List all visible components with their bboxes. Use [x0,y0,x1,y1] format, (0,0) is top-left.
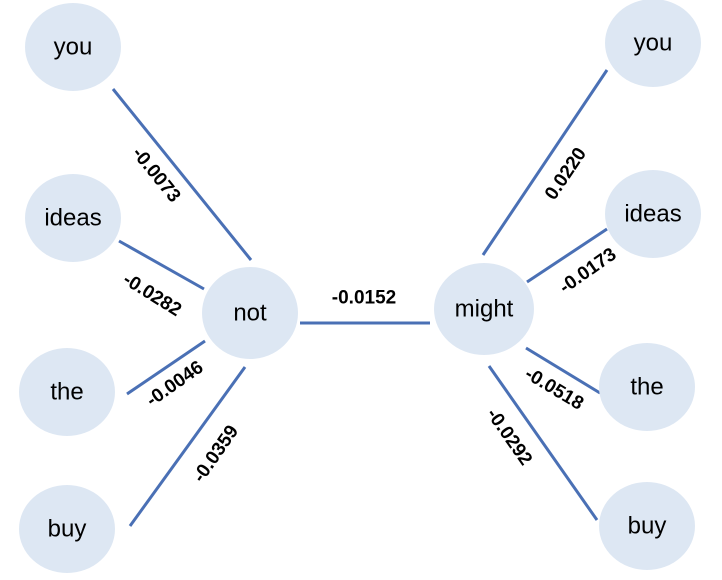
edge-might-right-you [481,69,609,256]
node-label: the [50,379,83,406]
edge-left-buy-not [128,366,247,527]
node-right-the: the [599,343,695,431]
node-right-you: you [605,0,701,87]
edge-label-might-right-buy: -0.0292 [482,405,536,470]
node-might: might [434,263,534,355]
node-label: buy [628,513,667,540]
edge-label-left-ideas-not: -0.0282 [119,269,185,321]
edge-left-you-not [111,88,253,261]
node-label: the [630,374,663,401]
node-left-buy: buy [19,485,115,573]
node-left-the: the [19,348,115,436]
node-left-ideas: ideas [25,174,121,262]
edge-might-right-buy [487,365,599,521]
node-not: not [202,267,298,359]
node-label: ideas [44,205,101,232]
node-label: might [455,296,514,323]
node-left-you: you [25,3,121,91]
edge-label-might-right-you: 0.0220 [541,144,591,204]
edge-left-ideas-not [118,239,205,291]
node-label: buy [48,516,87,543]
edge-label-might-right-ideas: -0.0173 [556,244,621,298]
node-right-ideas: ideas [605,170,701,258]
node-label: you [54,34,93,61]
node-label: not [233,300,267,327]
edge-label-left-the-not: -0.0046 [143,357,208,411]
node-label: ideas [624,201,681,228]
edge-might-right-ideas [526,227,608,284]
edge-left-the-not [126,339,206,396]
edge-label-not-might: -0.0152 [332,288,396,309]
node-right-buy: buy [599,482,695,570]
node-label: you [634,30,673,57]
edge-label-might-right-the: -0.0518 [521,363,587,414]
edge-label-left-you-not: -0.0073 [128,143,185,206]
edge-might-right-the [525,346,601,395]
